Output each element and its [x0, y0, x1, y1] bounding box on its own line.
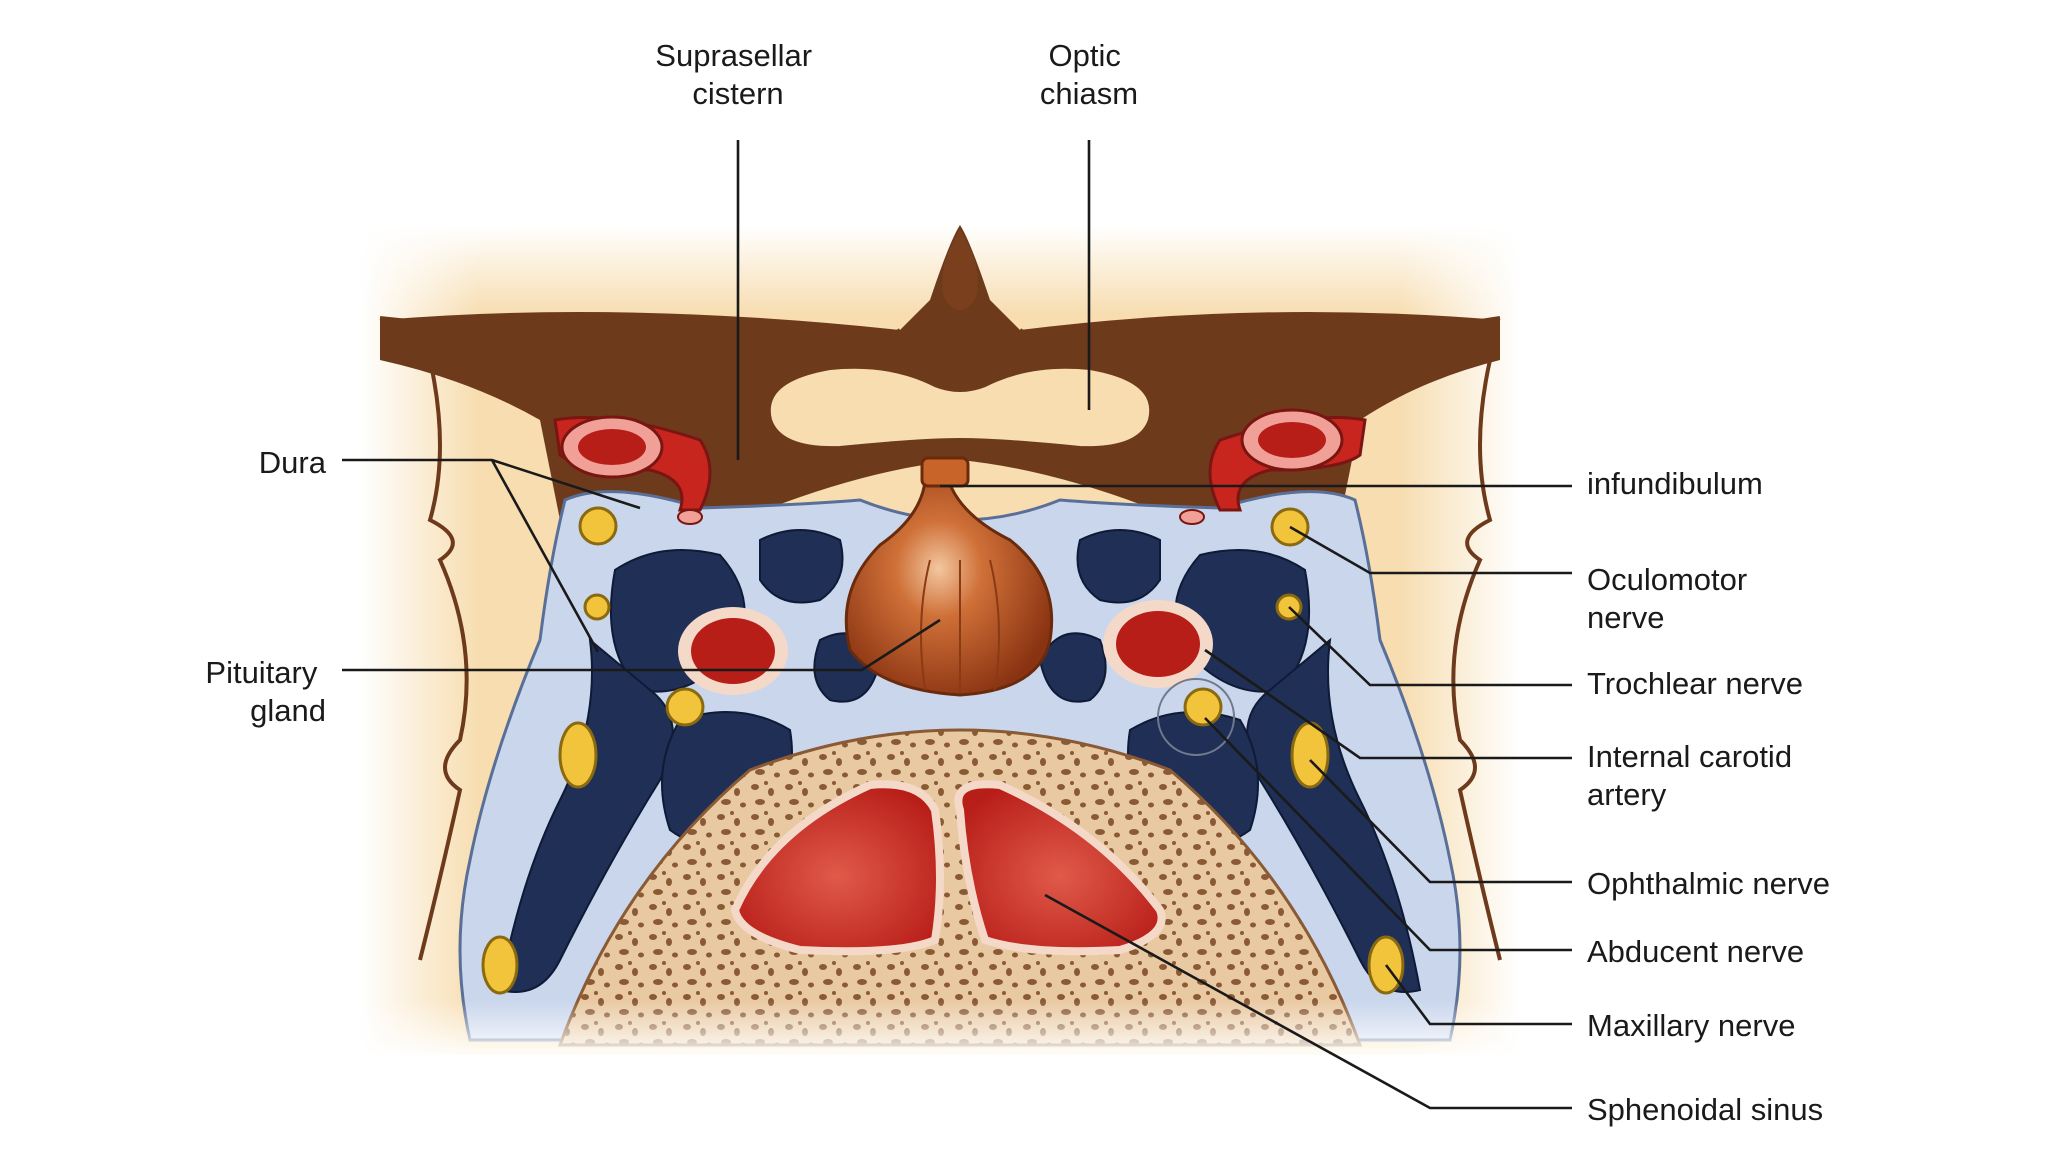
label-oculomotor-nerve: Oculomotor nerve: [1587, 562, 1756, 635]
label-internal-carotid-artery: Internal carotid artery: [1587, 739, 1801, 812]
abducent-nerve-right: [1185, 689, 1221, 725]
label-optic-chiasm: Optic chiasm: [1040, 38, 1138, 111]
ophthalmic-nerve-left: [560, 723, 596, 787]
maxillary-nerve-left: [483, 937, 517, 993]
abducent-nerve-left: [667, 689, 703, 725]
bottom-fade: [360, 1000, 1520, 1060]
label-suprasellar-cistern: Suprasellar cistern: [655, 38, 820, 111]
label-sphenoidal-sinus: Sphenoidal sinus: [1587, 1092, 1823, 1127]
oculomotor-nerve-left: [580, 508, 616, 544]
label-dura: Dura: [259, 445, 327, 480]
label-pituitary-gland: Pituitary gland: [205, 655, 326, 728]
label-abducent-nerve: Abducent nerve: [1587, 934, 1804, 969]
trochlear-nerve-left: [585, 595, 609, 619]
label-ophthalmic-nerve: Ophthalmic nerve: [1587, 866, 1830, 901]
label-trochlear-nerve: Trochlear nerve: [1587, 666, 1803, 701]
label-infundibulum: infundibulum: [1587, 466, 1763, 501]
label-maxillary-nerve: Maxillary nerve: [1587, 1008, 1795, 1043]
